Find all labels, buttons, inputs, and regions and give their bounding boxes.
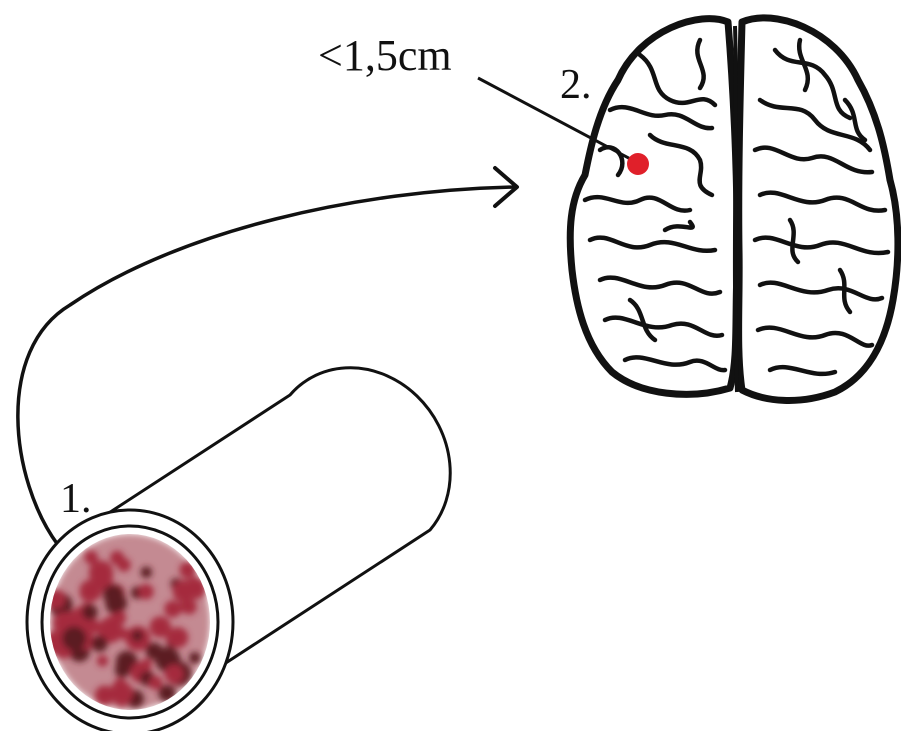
clot-cell — [138, 584, 154, 600]
blood-vessel-icon — [27, 368, 450, 731]
clot-cell — [166, 629, 183, 646]
lesion-size-label: <1,5cm — [318, 34, 452, 78]
clot-cell — [115, 662, 130, 677]
clot-cell — [97, 655, 108, 666]
lesion-marker — [627, 153, 649, 175]
clot-cell — [146, 643, 163, 660]
clot-cell — [181, 599, 196, 614]
step-one-label: 1. — [60, 478, 92, 520]
clot-cell — [83, 618, 99, 634]
clot-cell — [149, 676, 163, 690]
clot-cell — [103, 585, 124, 606]
clot-cell — [189, 652, 200, 663]
clot-cell — [62, 626, 86, 650]
clot-cell — [91, 636, 107, 652]
clot-cell — [118, 628, 129, 639]
clot-cell — [117, 558, 131, 572]
clot-cell — [142, 658, 152, 668]
clot-cell — [165, 664, 184, 683]
clot-cell — [95, 686, 115, 706]
clot-cell — [132, 630, 143, 641]
clot-cell — [114, 678, 126, 690]
clot-cell — [141, 567, 152, 578]
clot-cell — [117, 697, 127, 707]
clot-cell — [173, 580, 196, 603]
clot-cell — [80, 588, 91, 599]
step-two-label: 2. — [560, 64, 592, 106]
clot-cell — [82, 604, 98, 620]
brain-icon — [570, 18, 898, 401]
clot-cell — [164, 601, 181, 618]
